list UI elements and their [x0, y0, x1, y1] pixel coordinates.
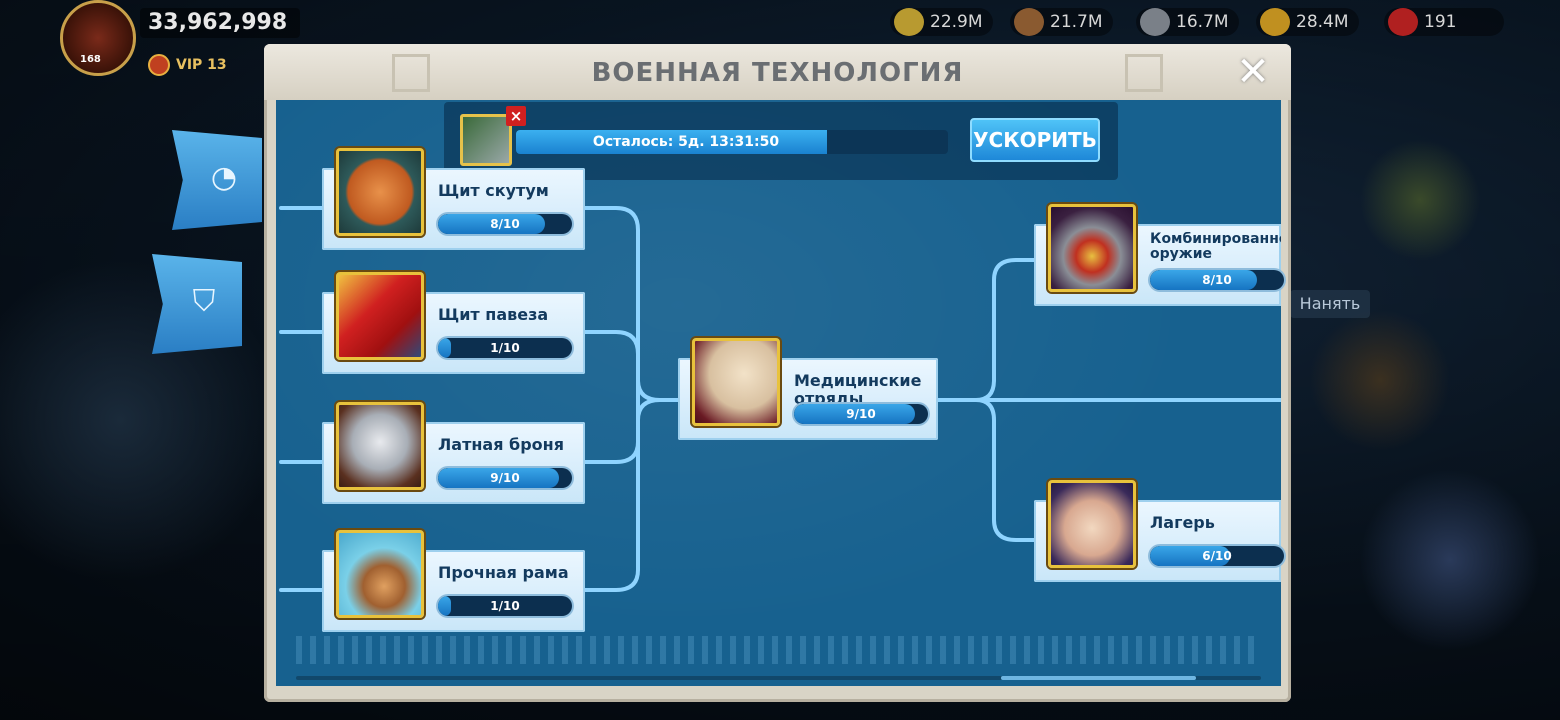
tech-progress-text: 1/10	[490, 341, 520, 355]
tech-card-camp[interactable]: Лагерь 6/10	[1034, 480, 1284, 582]
tab-economy-tech[interactable]: ◔	[172, 130, 262, 230]
top-bar: 168 33,962,998 VIP 13 22.9M 21.7M 16.7M …	[0, 0, 1560, 76]
resource-wood[interactable]: 21.7M	[1010, 8, 1113, 36]
combined-weapons-icon	[1048, 204, 1136, 292]
tech-progress-bar: 8/10	[1150, 270, 1284, 290]
tech-card-scutum[interactable]: Щит скутум 8/10	[322, 148, 585, 250]
research-progress-fill	[516, 130, 828, 154]
close-icon[interactable]: ✕	[1236, 49, 1270, 95]
research-time-left: Осталось: 5д. 13:31:50	[592, 134, 780, 150]
sturdy-frame-icon	[336, 530, 424, 618]
tech-card-plate-armor[interactable]: Латная броня 9/10	[322, 402, 585, 504]
resource-stone[interactable]: 16.7M	[1136, 8, 1239, 36]
player-avatar[interactable]	[60, 0, 136, 76]
researching-tech-icon[interactable]	[460, 114, 512, 166]
tech-name: Комбинированное оружие	[1150, 232, 1281, 262]
research-timer: × Осталось: 5д. 13:31:50 УСКОРИТЬ	[444, 102, 1118, 180]
gold-icon	[1260, 8, 1290, 36]
tech-tree-connectors	[279, 206, 1281, 592]
tech-tree-board: × Осталось: 5д. 13:31:50 УСКОРИТЬ Щит ск…	[276, 100, 1284, 686]
meander-border	[296, 636, 1261, 664]
power-value: 33,962,998	[140, 8, 300, 38]
tech-progress-fill	[794, 404, 915, 424]
panel-title: ВОЕННАЯ ТЕХНОЛОГИЯ	[591, 58, 964, 88]
horizontal-scrollbar[interactable]	[296, 676, 1261, 680]
medical-troops-icon	[692, 338, 780, 426]
tech-card-medical-troops[interactable]: Медицинские отряды 9/10	[678, 338, 938, 440]
tech-progress-text: 8/10	[490, 217, 520, 231]
cancel-research-icon[interactable]: ×	[506, 106, 526, 126]
tech-card-combined-weapons[interactable]: Комбинированное оружие 8/10	[1034, 204, 1284, 306]
resource-gold[interactable]: 28.4M	[1256, 8, 1359, 36]
tech-name: Прочная рама	[438, 563, 569, 582]
meander-ornament-icon	[392, 54, 430, 92]
tab-military-tech[interactable]: ⛉	[152, 254, 242, 354]
tech-progress-bar: 1/10	[438, 596, 572, 616]
tech-card-pavise[interactable]: Щит павеза 1/10	[322, 272, 585, 374]
camp-icon	[1048, 480, 1136, 568]
gem-icon	[1388, 8, 1418, 36]
tech-name: Щит павеза	[438, 305, 549, 324]
tech-name: Медицинские отряды	[794, 371, 922, 408]
resource-gems[interactable]: 191	[1384, 8, 1504, 36]
tech-progress-text: 9/10	[490, 471, 520, 485]
tech-progress-text: 6/10	[1202, 549, 1232, 563]
tech-name: Латная броня	[438, 435, 564, 454]
tech-progress-fill	[438, 468, 559, 488]
tech-progress-text: 8/10	[1202, 273, 1232, 287]
tech-progress-fill	[438, 596, 452, 616]
stone-icon	[1140, 8, 1170, 36]
food-icon	[894, 8, 924, 36]
tech-progress-fill	[1150, 270, 1258, 290]
tech-progress-fill	[438, 338, 452, 358]
hire-button[interactable]: Нанять	[1290, 290, 1370, 318]
tech-name: Щит скутум	[438, 181, 549, 200]
panel-header: ВОЕННАЯ ТЕХНОЛОГИЯ ✕	[264, 44, 1291, 100]
research-progress-bar: Осталось: 5д. 13:31:50	[516, 130, 948, 154]
tech-progress-bar: 8/10	[438, 214, 572, 234]
tech-progress-bar: 1/10	[438, 338, 572, 358]
tech-progress-fill	[1150, 546, 1231, 566]
tech-progress-fill	[438, 214, 546, 234]
tech-progress-text: 1/10	[490, 599, 520, 613]
vip-badge[interactable]: VIP 13	[148, 54, 227, 76]
speedup-button[interactable]: УСКОРИТЬ	[970, 118, 1100, 162]
military-tech-panel: ВОЕННАЯ ТЕХНОЛОГИЯ ✕ × Осталось: 5д. 13:…	[264, 44, 1291, 702]
scrollbar-thumb[interactable]	[1001, 676, 1196, 680]
tech-name: Лагерь	[1150, 513, 1215, 532]
resource-food[interactable]: 22.9M	[890, 8, 993, 36]
tech-progress-bar: 9/10	[794, 404, 928, 424]
pavise-shield-icon	[336, 272, 424, 360]
meander-ornament-icon	[1125, 54, 1163, 92]
wood-icon	[1014, 8, 1044, 36]
tech-card-sturdy-frame[interactable]: Прочная рама 1/10	[322, 530, 585, 632]
player-level: 168	[80, 54, 101, 65]
military-tech-icon: ⛉	[192, 284, 216, 319]
tech-progress-text: 9/10	[846, 407, 876, 421]
economy-tech-icon: ◔	[210, 160, 238, 195]
plate-armor-icon	[336, 402, 424, 490]
scutum-shield-icon	[336, 148, 424, 236]
tech-progress-bar: 9/10	[438, 468, 572, 488]
tech-progress-bar: 6/10	[1150, 546, 1284, 566]
vip-icon	[148, 54, 170, 76]
